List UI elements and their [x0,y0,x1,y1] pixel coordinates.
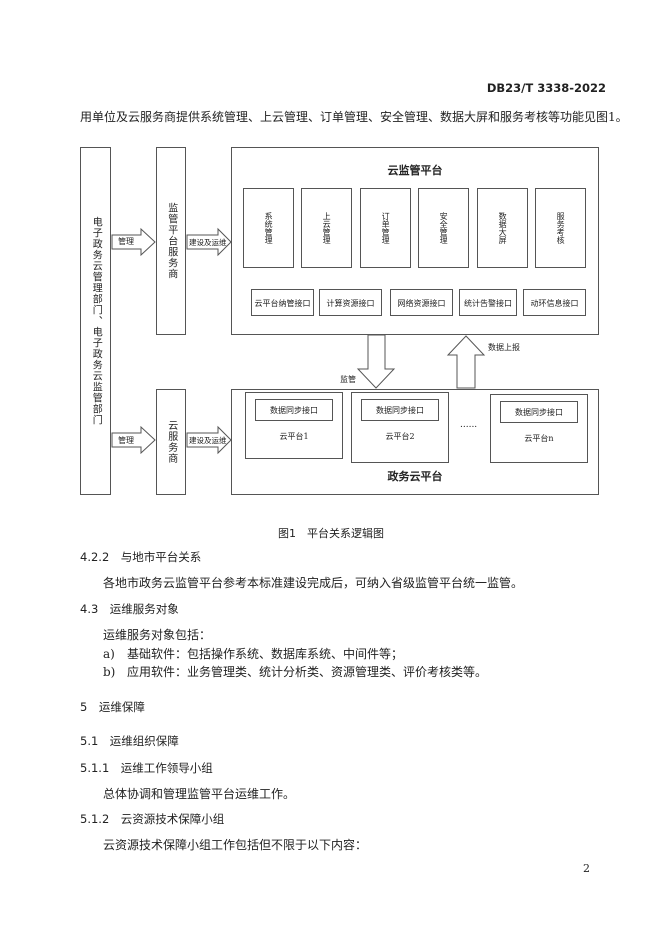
module-box-2: 上云管理 [301,188,352,268]
arrow-supervise [356,334,396,389]
arrow-build-bottom-label: 建设及运维 [189,436,227,445]
page-number: 2 [583,862,590,875]
list-text: 应用软件：业务管理类、统计分析类、资源管理类、评价考核类等。 [127,665,488,679]
list-text: 基础软件：包括操作系统、数据库系统、中间件等； [127,647,404,661]
intro-paragraph: 用单位及云服务商提供系统管理、上云管理、订单管理、安全管理、数据大屏和服务考核等… [80,110,628,124]
interface-label: 网络资源接口 [397,299,446,308]
sync-interface-box: 数据同步接口 [255,399,333,421]
supervisor-vendor-box: 监管平台服务商 [156,147,186,335]
module-box-5: 数据大屏 [477,188,528,268]
list-item: b) 应用软件：业务管理类、统计分析类、资源管理类、评价考核类等。 [103,663,487,680]
interface-box-5: 动环信息接口 [523,289,586,316]
arrow-manage-bottom [111,425,156,455]
cloud-platform-label: 云平台n [524,434,554,443]
section-title: 运维服务对象 [109,602,179,616]
cloud-platform-box-2: 数据同步接口 云平台2 [351,392,449,463]
sync-interface-box: 数据同步接口 [500,401,578,423]
list-item: a) 基础软件：包括操作系统、数据库系统、中间件等； [103,645,403,662]
section-5-1-2-text: 云资源技术保障小组工作包括但不限于以下内容： [103,838,368,852]
interface-box-1: 云平台纳管接口 [251,289,314,316]
arrow-report-label: 数据上报 [488,343,520,352]
section-5-1-2-heading: 5.1.2 云资源技术保障小组 [80,811,224,827]
arrow-manage-top-label: 管理 [118,237,134,246]
list-mark: a) [103,647,115,661]
arrow-build-top-label: 建设及运维 [189,238,227,247]
cloud-platform-label: 云平台1 [279,432,309,441]
section-title: 运维组织保障 [109,734,179,748]
arrow-build-top [186,227,232,257]
module-label: 数据大屏 [498,212,508,244]
sync-interface-label: 数据同步接口 [376,406,424,415]
module-label: 系统管理 [264,212,274,244]
section-title: 与地市平台关系 [120,550,202,564]
module-label: 上云管理 [322,212,332,244]
arrow-manage-bottom-label: 管理 [118,436,134,445]
section-number: 5 [80,700,88,714]
section-4-2-2-text: 各地市政务云监管平台参考本标准建设完成后，可纳入省级监管平台统一监管。 [103,576,524,590]
module-box-4: 安全管理 [418,188,469,268]
cloud-platform-box-n: 数据同步接口 云平台n [490,394,588,463]
cloud-vendor-box: 云服务商 [156,389,186,495]
figure-caption: 图1 平台关系逻辑图 [278,527,384,540]
arrow-manage-top [111,227,156,257]
section-title: 运维工作领导小组 [120,761,213,775]
left-entity-box: 电子政务云管理部门、电子政务云监管部门 [80,147,111,495]
section-5-1-heading: 5.1 运维组织保障 [80,733,179,749]
arrow-build-bottom [186,425,232,455]
section-5-heading: 5 运维保障 [80,699,145,715]
module-box-3: 订单管理 [360,188,411,268]
cloud-vendor-label: 云服务商 [165,420,177,464]
module-box-1: 系统管理 [243,188,294,268]
cloud-platform-label: 云平台2 [385,432,415,441]
module-label: 服务考核 [556,212,566,244]
interface-box-3: 网络资源接口 [390,289,453,316]
interface-label: 云平台纳管接口 [254,299,311,308]
sync-interface-label: 数据同步接口 [515,408,563,417]
interface-box-2: 计算资源接口 [319,289,382,316]
section-4-2-2-heading: 4.2.2 与地市平台关系 [80,549,201,565]
module-box-6: 服务考核 [535,188,586,268]
interface-label: 动环信息接口 [530,299,579,308]
interface-label: 统计告警接口 [464,299,512,308]
section-title: 运维保障 [98,700,145,714]
arrow-report [446,335,486,389]
sync-interface-box: 数据同步接口 [361,399,439,421]
section-number: 4.3 [80,602,99,616]
section-number: 4.2.2 [80,550,110,564]
section-title: 云资源技术保障小组 [120,812,225,826]
gov-cloud-platform-title: 政务云平台 [387,470,443,483]
arrow-supervise-label: 监管 [340,375,356,384]
document-code: DB23/T 3338-2022 [486,81,606,95]
section-number: 5.1.1 [80,761,110,775]
left-entity-label: 电子政务云管理部门、电子政务云监管部门 [90,216,102,426]
interface-box-4: 统计告警接口 [459,289,517,316]
module-label: 安全管理 [439,212,449,244]
sync-interface-label: 数据同步接口 [270,406,318,415]
supervision-platform-title: 云监管平台 [387,164,443,177]
ellipsis: ...... [460,420,478,430]
module-label: 订单管理 [381,212,391,244]
cloud-platform-box-1: 数据同步接口 云平台1 [245,392,343,459]
section-4-3-heading: 4.3 运维服务对象 [80,601,179,617]
section-number: 5.1.2 [80,812,110,826]
section-5-1-1-text: 总体协调和管理监管平台运维工作。 [103,787,296,801]
supervisor-vendor-label: 监管平台服务商 [165,202,177,280]
list-mark: b) [103,665,116,679]
section-4-3-intro: 运维服务对象包括： [103,628,212,642]
section-number: 5.1 [80,734,99,748]
interface-label: 计算资源接口 [326,299,375,308]
section-5-1-1-heading: 5.1.1 运维工作领导小组 [80,760,213,776]
